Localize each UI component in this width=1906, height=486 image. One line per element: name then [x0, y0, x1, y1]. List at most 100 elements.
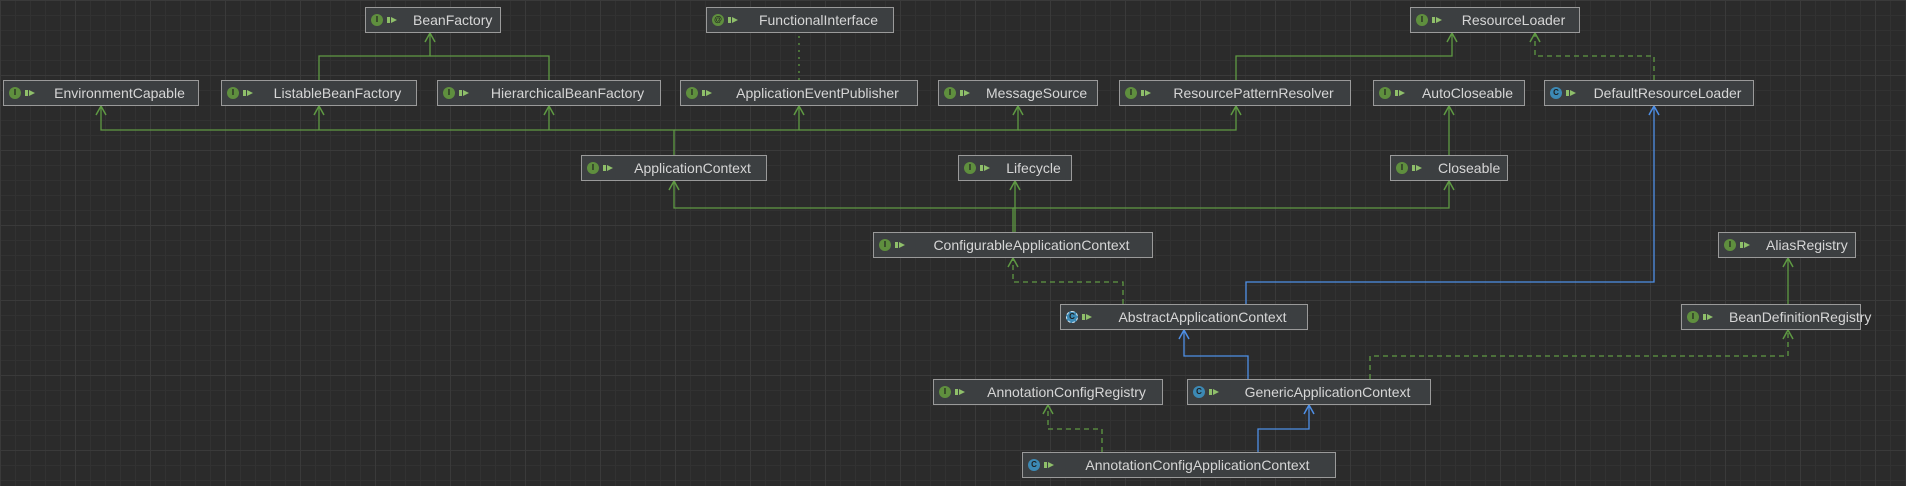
class-name-label: ApplicationEventPublisher [736, 85, 899, 101]
public-visibility-icon [702, 90, 712, 96]
edge-implements [1012, 258, 1124, 304]
class-node-bean-definition-registry[interactable]: I BeanDefinitionRegistry [1681, 304, 1871, 330]
arrowhead [1007, 256, 1019, 268]
arrowhead [543, 104, 555, 116]
edge-class-extends [1245, 106, 1655, 304]
public-visibility-icon [1740, 242, 1750, 248]
public-visibility-icon [1432, 17, 1442, 23]
arrowhead [1529, 31, 1541, 43]
class-node-listable-bean-factory[interactable]: I ListableBeanFactory [221, 80, 417, 106]
arrowhead [1009, 179, 1021, 191]
interface-icon: I [1687, 311, 1699, 323]
edge-implements [1369, 330, 1789, 379]
arrowhead [1648, 104, 1660, 116]
class-node-bean-factory[interactable]: I BeanFactory [365, 7, 501, 33]
class-name-label: MessageSource [986, 85, 1088, 101]
class-node-functional-interface[interactable]: @ FunctionalInterface [706, 7, 894, 33]
public-visibility-icon [603, 165, 613, 171]
class-name-label: FunctionalInterface [758, 12, 879, 28]
interface-icon: I [227, 87, 239, 99]
class-name-label: DefaultResourceLoader [1593, 85, 1742, 101]
public-visibility-icon [955, 389, 965, 395]
arrowhead [95, 104, 107, 116]
public-visibility-icon [895, 242, 905, 248]
edge-extends-interface [673, 181, 1014, 232]
class-node-abstract-application-context[interactable]: C AbstractApplicationContext [1060, 304, 1308, 330]
class-name-label: AutoCloseable [1421, 85, 1514, 101]
class-name-label: GenericApplicationContext [1244, 384, 1411, 400]
public-visibility-icon [980, 165, 990, 171]
arrowhead [1303, 403, 1315, 415]
class-name-label: EnvironmentCapable [54, 85, 185, 101]
edge-extends-interface [1013, 181, 1450, 209]
interface-icon: I [1379, 87, 1391, 99]
interface-icon: I [1416, 14, 1428, 26]
arrowhead [1782, 328, 1794, 340]
public-visibility-icon [459, 90, 469, 96]
public-visibility-icon [1141, 90, 1151, 96]
edge-extends-interface [430, 55, 550, 80]
class-node-auto-closeable[interactable]: I AutoCloseable [1373, 80, 1525, 106]
edge-extends-interface [674, 106, 800, 131]
class-name-label: ListableBeanFactory [273, 85, 402, 101]
class-node-generic-application-context[interactable]: C GenericApplicationContext [1187, 379, 1431, 405]
class-name-label: ConfigurableApplicationContext [933, 237, 1130, 253]
arrowhead [793, 104, 805, 116]
class-name-label: Lifecycle [1006, 160, 1061, 176]
edge-extends-interface [1018, 106, 1237, 131]
edge-extends-interface [318, 33, 431, 80]
interface-icon: I [1724, 239, 1736, 251]
class-name-label: ApplicationContext [634, 160, 751, 176]
class-name-label: AnnotationConfigRegistry [987, 384, 1146, 400]
annotation-icon: @ [712, 14, 724, 26]
interface-icon: I [686, 87, 698, 99]
class-node-configurable-application-context[interactable]: I ConfigurableApplicationContext [873, 232, 1153, 258]
class-node-lifecycle[interactable]: I Lifecycle [958, 155, 1072, 181]
interface-icon: I [964, 162, 976, 174]
arrowhead [668, 179, 680, 191]
public-visibility-icon [960, 90, 970, 96]
class-name-label: Closeable [1438, 160, 1501, 176]
edge-class-extends [1183, 330, 1249, 379]
edge-extends-interface [799, 106, 1019, 131]
interface-icon: I [879, 239, 891, 251]
class-icon: C [1028, 459, 1040, 471]
class-name-label: ResourcePatternResolver [1173, 85, 1334, 101]
class-name-label: AliasRegistry [1766, 237, 1848, 253]
class-node-application-event-publisher[interactable]: I ApplicationEventPublisher [680, 80, 918, 106]
abstract-class-icon: C [1066, 311, 1078, 323]
arrowhead [1178, 328, 1190, 340]
class-node-annotation-config-application-context[interactable]: C AnnotationConfigApplicationContext [1022, 452, 1336, 478]
public-visibility-icon [1082, 314, 1092, 320]
arrowhead [1443, 104, 1455, 116]
public-visibility-icon [1209, 389, 1219, 395]
arrowhead [1443, 179, 1455, 191]
class-name-label: BeanDefinitionRegistry [1729, 309, 1872, 325]
public-visibility-icon [728, 17, 738, 23]
class-node-closeable[interactable]: I Closeable [1390, 155, 1508, 181]
arrowhead [1446, 31, 1458, 43]
class-name-label: AnnotationConfigApplicationContext [1085, 457, 1310, 473]
interface-icon: I [1396, 162, 1408, 174]
arrowhead [1230, 104, 1242, 116]
public-visibility-icon [387, 17, 397, 23]
class-name-label: BeanFactory [413, 12, 493, 28]
edge-implements [1534, 33, 1655, 80]
public-visibility-icon [1566, 90, 1576, 96]
class-name-label: AbstractApplicationContext [1118, 309, 1287, 325]
class-node-alias-registry[interactable]: I AliasRegistry [1718, 232, 1856, 258]
class-icon: C [1193, 386, 1205, 398]
arrowhead [313, 104, 325, 116]
edge-extends-interface [1235, 33, 1453, 80]
interface-icon: I [371, 14, 383, 26]
